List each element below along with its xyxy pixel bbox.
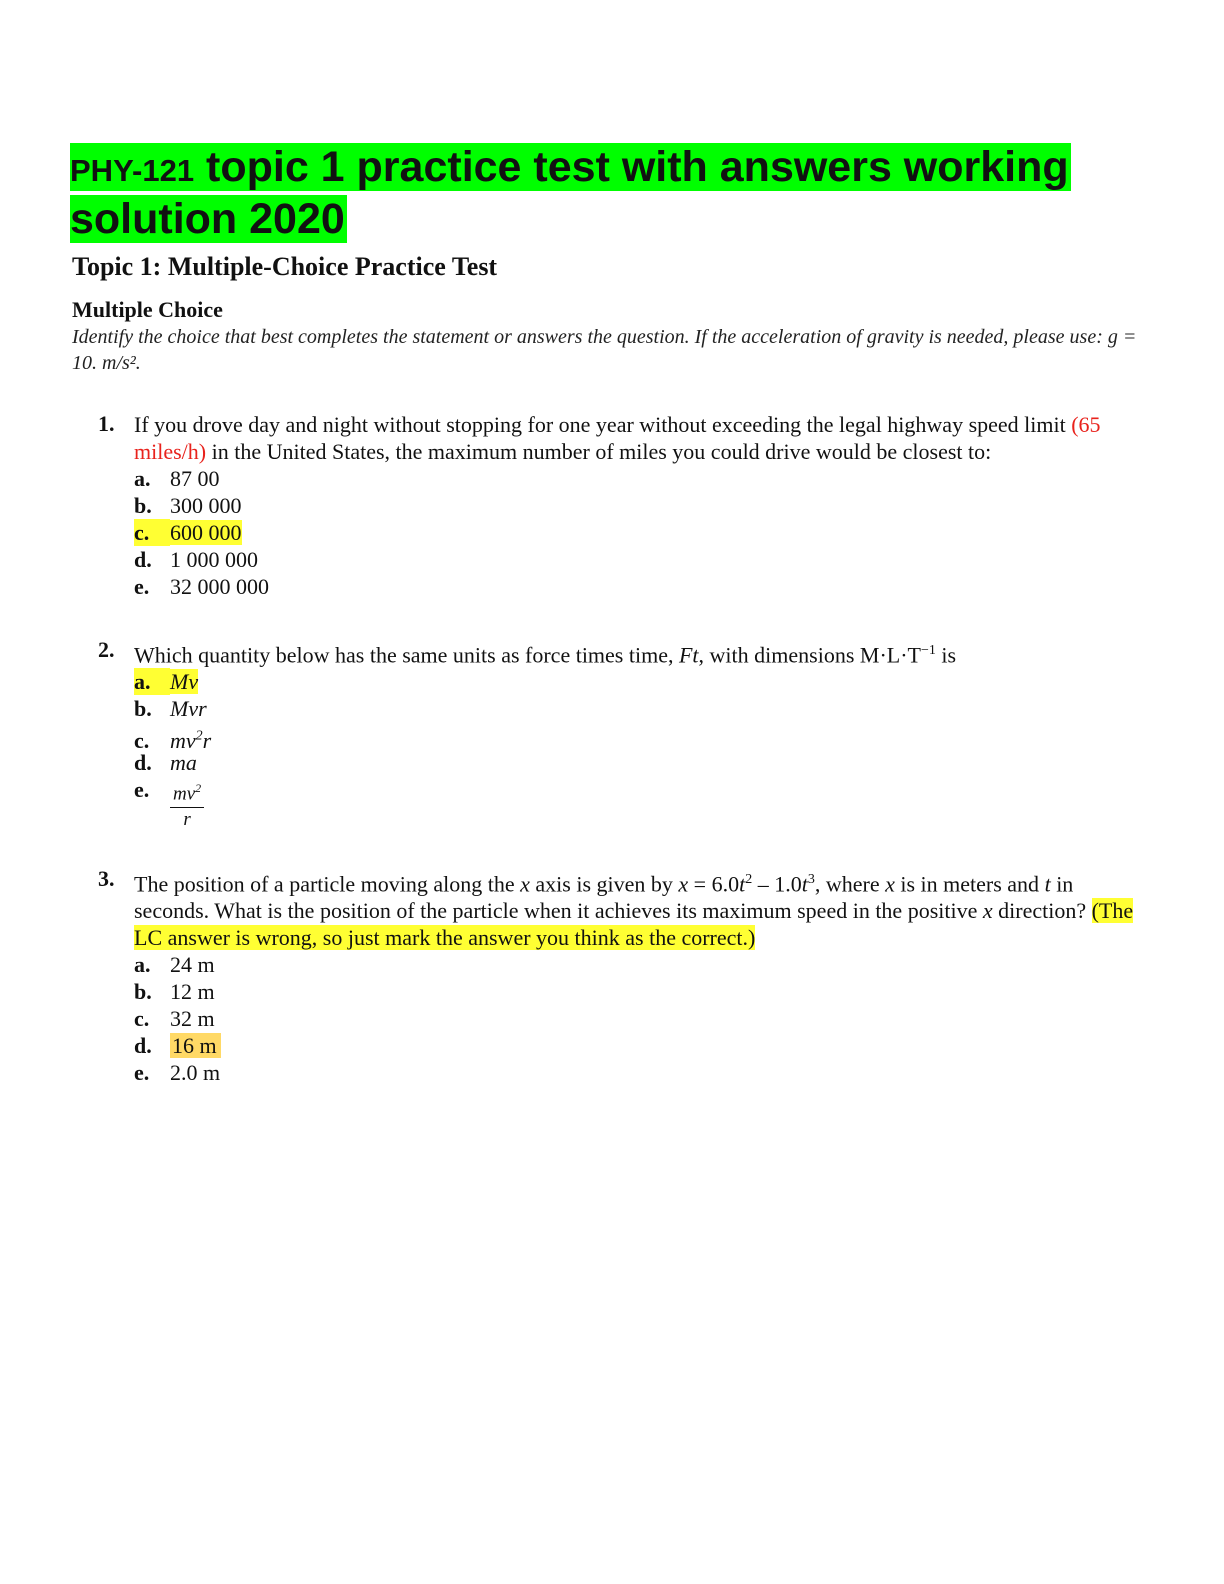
fraction-numerator: mv2 [170,778,205,808]
question-text-part: is [935,642,957,668]
title-course-code: PHY-121 [70,153,195,188]
question-text: Which quantity below has the same units … [134,637,1148,668]
option-text-part: r [202,727,212,753]
option-letter: e. [134,777,150,803]
question-text-part: t [1044,871,1051,897]
option-text-part: 2 [195,728,203,744]
option-text: 600 000 [170,520,242,545]
question-text-part: , where [814,871,886,897]
option-b: b. 12 m [134,978,1148,1005]
option-d-answer: d. 16 m [134,1032,1148,1059]
option-e: e. 2.0 m [134,1059,1148,1086]
question-number: 3. [98,866,115,891]
question-text-part: 2 [745,872,753,887]
option-letter: e. [134,574,150,599]
question-text-part: in the United States, the maximum number… [206,439,992,464]
option-letter: d. [134,547,152,572]
question-text-part: The position of a particle moving along … [134,871,521,897]
question-1: 1. If you drove day and night without st… [98,411,1148,600]
option-letter: a. [134,466,151,491]
question-text-part: x [678,871,689,897]
option-letter: c. [134,1006,150,1032]
fraction-denominator: r [183,808,191,830]
option-b: b. Mvr [134,695,1148,722]
option-text: 16 m [170,1033,221,1059]
option-c: c. mv2r [134,722,1148,753]
option-text: 1 000 000 [170,547,258,572]
option-letter: b. [134,493,152,518]
option-text: 12 m [170,979,215,1005]
question-text-part: axis is given by [529,871,679,897]
option-c-answer: c.600 000 [134,519,1148,546]
option-text: mv2r [170,728,211,753]
option-d: d. ma [134,749,1148,776]
speed-limit-text: (65 miles/h) [134,412,1101,464]
question-text-part: Which quantity below has the same units … [134,642,679,668]
instructions-text: Identify the choice that best completes … [72,326,1137,374]
option-text: 32 000 000 [170,574,269,599]
question-text-part: If you drove day and night without stopp… [134,412,1072,437]
question-text-part: x [982,898,993,924]
option-letter: a. [134,952,151,978]
question-text-part: – 1.0 [752,871,802,897]
question-text-part: Ft [678,642,699,668]
option-e: e. 32 000 000 [134,573,1148,600]
question-text-part: is in meters and [894,871,1045,897]
option-letter: c. [134,519,170,546]
option-letter: a. [134,668,170,696]
option-letter: b. [134,696,152,722]
question-text: If you drove day and night without stopp… [134,411,1148,465]
option-letter: e. [134,1060,150,1086]
option-text: 24 m [170,952,215,978]
option-a: a. 24 m [134,951,1148,978]
option-text: Mv [170,669,199,695]
option-letter: c. [134,727,150,753]
question-text-part: x [885,871,895,897]
option-a-answer: a.Mv [134,668,1148,696]
question-text-part: −1 [920,643,936,658]
option-letter: d. [134,750,152,776]
section-heading: Multiple Choice [72,297,223,322]
question-text-part: x [520,871,530,897]
option-list: a. 24 m b. 12 m c. 32 m d. 16 m e. 2.0 m [134,951,1148,1086]
title-text: topic 1 practice test with answers worki… [70,143,1069,243]
option-text: 32 m [170,1006,215,1032]
option-list: a.87 00 b.300 000 c.600 000 d.1 000 000 … [134,465,1148,600]
question-number: 1. [98,411,115,436]
fraction-text: mv [173,783,196,805]
question-number: 2. [98,637,115,662]
option-text: Mvr [170,696,207,722]
question-3: 3. The position of a particle moving alo… [98,866,1148,1086]
question-text-part: 3 [807,872,815,887]
option-text: 2.0 m [170,1060,221,1086]
option-b: b. 300 000 [134,492,1148,519]
option-text: 87 00 [170,466,220,491]
question-text-part: t [739,871,746,897]
question-text-part: t [801,871,808,897]
option-text: ma [170,750,197,776]
option-letter: b. [134,979,152,1005]
fraction-text: 2 [195,781,202,796]
question-text-part: , with dimensions M·L·T [698,642,921,668]
question-text-part: in seconds. What is the position of the … [134,871,1074,924]
question-2: 2. Which quantity below has the same uni… [98,637,1148,832]
option-c: c. 32 m [134,1005,1148,1032]
page-subtitle: Topic 1: Multiple-Choice Practice Test [72,252,498,281]
question-text-part: direction? [992,898,1092,924]
option-text-part: mv [170,727,196,753]
option-text: 300 000 [170,493,242,518]
option-d: d. 1 000 000 [134,546,1148,573]
question-text-part: = 6.0 [688,871,740,897]
option-letter: d. [134,1033,152,1059]
title-highlight: PHY-121 topic 1 practice test with answe… [70,143,1071,243]
question-text: The position of a particle moving along … [134,866,1148,951]
document-title: PHY-121 topic 1 practice test with answe… [70,143,1130,244]
option-a: a. 87 00 [134,465,1148,492]
